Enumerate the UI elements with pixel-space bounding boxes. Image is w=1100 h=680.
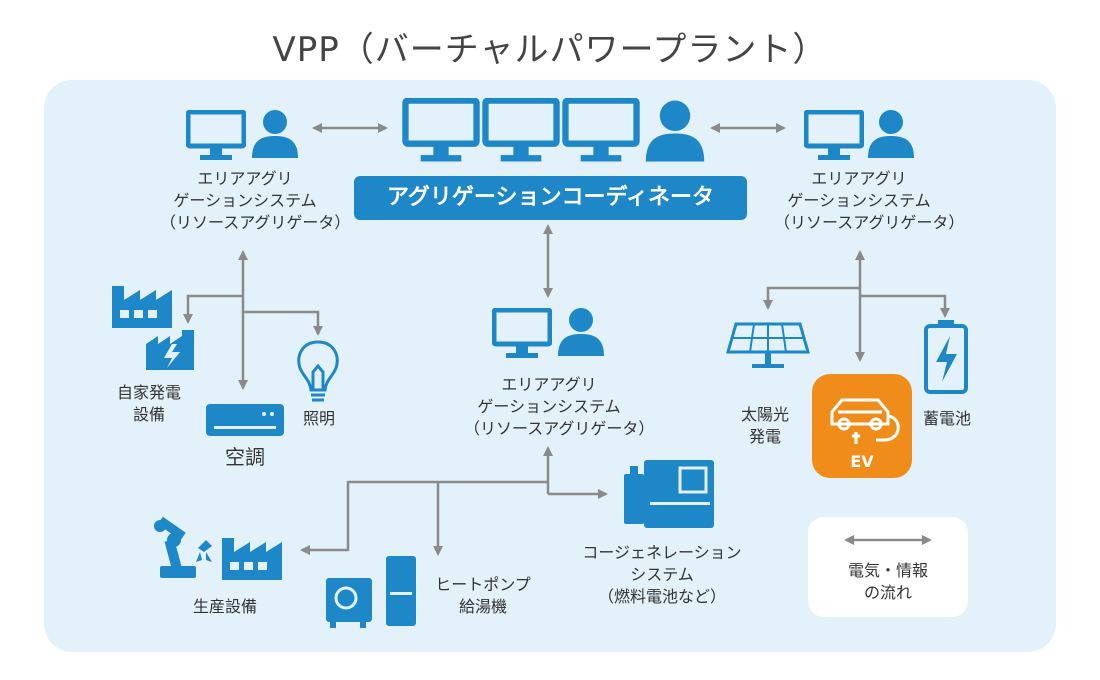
page-title: VPP（バーチャルパワープラント） xyxy=(272,30,828,70)
heat-pump-label: ヒートポンプ 給湯機 xyxy=(428,574,538,618)
cogeneration-label: コージェネレーション システム （燃料電池など） xyxy=(572,542,752,608)
light-bulb-icon xyxy=(297,340,339,402)
legend-box xyxy=(808,517,968,617)
factory-icon xyxy=(222,538,282,580)
label-line: エリアアグリ xyxy=(501,375,597,394)
production-label: 生産設備 xyxy=(192,597,257,616)
label-line: コージェネレーション xyxy=(582,543,742,562)
air-conditioning-label: 空調 xyxy=(225,445,265,469)
coordinator-label: アグリゲーションコーディネータ xyxy=(354,176,747,220)
label-line: エリアアグリ xyxy=(811,169,907,188)
person-icon xyxy=(645,100,705,162)
monitor-icon xyxy=(405,101,476,162)
label-line: ゲーションシステム xyxy=(173,191,317,210)
air-conditioner-icon xyxy=(206,404,284,436)
cogeneration-icon xyxy=(624,460,714,528)
label-line: （リソースアグリゲータ） xyxy=(160,213,351,232)
aggregator-center-label: エリアアグリ ゲーションシステム （リソースアグリゲータ） xyxy=(464,374,655,440)
label-line: の流れ xyxy=(863,583,912,602)
label-line: （燃料電池など） xyxy=(597,587,726,606)
aggregator-left-label: エリアアグリ ゲーションシステム （リソースアグリゲータ） xyxy=(160,168,351,234)
label-line: ゲーションシステム xyxy=(787,191,931,210)
label-line: （リソースアグリゲータ） xyxy=(774,213,965,232)
lighting-label: 照明 xyxy=(302,409,335,428)
monitor-icon xyxy=(485,101,556,162)
monitor-icon xyxy=(188,112,244,160)
private-power-label: 自家発電 設備 xyxy=(104,382,194,426)
monitor-icon xyxy=(565,101,636,162)
arrow-to-solar xyxy=(763,286,860,310)
monitor-icon xyxy=(806,112,862,160)
label-line: 給湯機 xyxy=(458,597,507,616)
robot-arm-icon xyxy=(154,516,212,578)
label-line: ヒートポンプ xyxy=(435,575,531,594)
flow-arrows xyxy=(183,123,950,556)
arrow-to-production xyxy=(300,480,548,555)
label-line: ゲーションシステム xyxy=(477,397,621,416)
ev-label: EV xyxy=(850,452,874,471)
label-line: エリアアグリ xyxy=(197,169,293,188)
person-icon xyxy=(558,308,604,356)
battery-label: 蓄電池 xyxy=(922,409,971,428)
heat-pump-icon xyxy=(326,556,416,628)
solar-panel-icon xyxy=(726,322,810,368)
label-line: 設備 xyxy=(132,405,165,424)
label-line: 発電 xyxy=(748,427,781,446)
person-icon xyxy=(252,110,298,158)
battery-icon xyxy=(924,320,968,394)
power-plant-icon xyxy=(146,330,194,370)
label-line: （リソースアグリゲータ） xyxy=(464,419,655,438)
arrow-to-battery xyxy=(860,294,950,318)
arrow-to-private-power xyxy=(183,294,243,324)
label-line: 太陽光 xyxy=(740,405,789,424)
aggregator-right-label: エリアアグリ ゲーションシステム （リソースアグリゲータ） xyxy=(774,168,965,234)
solar-label: 太陽光 発電 xyxy=(730,404,800,448)
monitor-icon xyxy=(494,310,550,358)
arrow-to-lighting xyxy=(243,310,323,336)
label-line: 電気・情報 xyxy=(847,561,928,580)
legend-label: 電気・情報 の流れ xyxy=(808,560,968,604)
person-icon xyxy=(868,110,914,158)
label-line: システム xyxy=(630,565,694,584)
label-line: 自家発電 xyxy=(116,383,181,402)
factory-icon xyxy=(112,286,172,328)
